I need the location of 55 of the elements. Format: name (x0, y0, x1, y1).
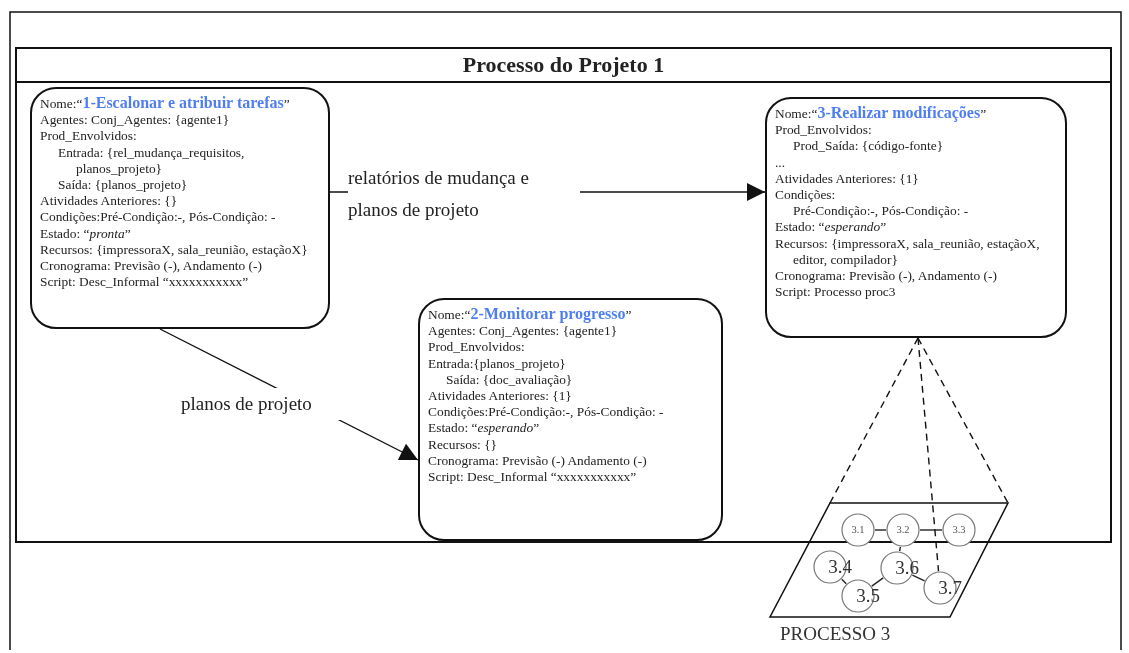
activity-number: 3.7 (938, 582, 962, 594)
activity-card (30, 87, 330, 329)
attribute-text: Agentes: Conj_Agentes: {agente1} (40, 112, 231, 129)
activity-number: 3.5 (856, 590, 880, 602)
activity-number: 3.6 (895, 562, 919, 574)
attribute-text: Pré-Condição:-, Pós-Condição: - (793, 203, 970, 220)
process-frame (15, 47, 1112, 543)
attribute-text: Script: Desc_Informal “xxxxxxxxxxx” (428, 469, 638, 486)
activity-number: 3.4 (828, 561, 852, 573)
attribute-text: Entrada:{planos_projeto} (428, 355, 567, 372)
activity-name: Nome:“3-Realizar modificações” (775, 105, 988, 123)
attribute-text: Estado: “pronta” (40, 225, 132, 242)
attribute-text: Prod_Saída: {código-fonte} (793, 138, 945, 155)
activity-name: Nome:“1-Escalonar e atribuir tarefas” (40, 95, 291, 113)
dashed-connector (829, 337, 919, 504)
attribute-text: Script: Processo proc3 (775, 284, 897, 301)
activity-number: 3.3 (952, 524, 966, 536)
frame-title: Processo do Projeto 1 (17, 49, 1110, 83)
attribute-text: Atividades Anteriores: {1} (775, 170, 920, 187)
connector-line (919, 529, 943, 531)
attribute-text: Estado: “esperando” (428, 420, 541, 437)
attribute-text: Recursos: {impressoraX, sala_reunião, estaçãoX, editor, compilador} (775, 235, 1041, 269)
attribute-text: Prod_Envolvidos: (40, 128, 138, 145)
attribute-text: Prod_Envolvidos: (428, 339, 526, 356)
attribute-text: Atividades Anteriores: {} (40, 193, 179, 210)
connector-line (911, 574, 926, 582)
dashed-connector (917, 337, 940, 572)
connector-line (871, 577, 884, 587)
attribute-text: Cronograma: Previsão (-), Andamento (-) (40, 258, 263, 275)
attribute-text: Condições:Pré-Condição:-, Pós-Condição: - (40, 209, 277, 226)
attribute-text: Recursos: {impressoraX, sala_reunião, estaçãoX} (40, 241, 309, 259)
connector-line (874, 529, 887, 531)
dashed-connector (917, 337, 1009, 504)
attribute-text: Atividades Anteriores: {1} (428, 388, 573, 405)
attribute-text: Agentes: Conj_Agentes: {agente1} (428, 323, 619, 340)
attribute-text: Saída: {doc_avaliação} (446, 371, 574, 388)
activity-card (765, 97, 1067, 338)
activity-number: 3.1 (851, 524, 865, 536)
attribute-text: Recursos: {} (428, 436, 498, 453)
attribute-text: Cronograma: Previsão (-), Andamento (-) (775, 268, 998, 285)
activity-name: Nome:“2-Monitorar progresso” (428, 306, 633, 324)
activity-number: 3.2 (896, 524, 910, 536)
subprocess-title: PROCESSO 3 (780, 623, 891, 645)
attribute-text: Condições: (775, 187, 837, 204)
connector-line (898, 546, 902, 552)
attribute-text: Entrada: {rel_mudança_requisitos, planos_projeto} (58, 144, 246, 177)
attribute-text: ... (775, 154, 787, 171)
attribute-text: Script: Desc_Informal “xxxxxxxxxxx” (40, 274, 250, 291)
connector-line (841, 578, 847, 585)
activity-card (418, 298, 723, 541)
attribute-text: Saída: {planos_projeto} (58, 177, 189, 194)
attribute-text: Estado: “esperando” (775, 219, 888, 236)
attribute-text: Cronograma: Previsão (-) Andamento (-) (428, 452, 648, 470)
attribute-text: Prod_Envolvidos: (775, 122, 873, 139)
attribute-text: Condições:Pré-Condição:-, Pós-Condição: - (428, 404, 665, 421)
